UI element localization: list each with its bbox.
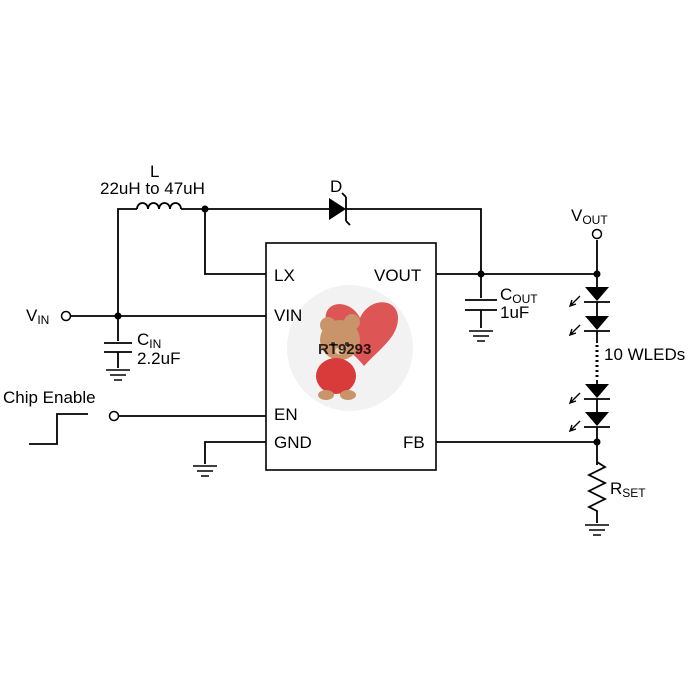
pin-en-label: EN bbox=[274, 405, 298, 424]
ground-symbol bbox=[193, 465, 217, 477]
capacitor-cin bbox=[104, 316, 132, 381]
cin-value: 2.2uF bbox=[137, 349, 180, 368]
pin-gnd-label: GND bbox=[274, 433, 312, 452]
enable-step-signal bbox=[29, 413, 88, 445]
vin-label: VIN bbox=[26, 306, 49, 327]
cin-label: CIN bbox=[137, 330, 161, 351]
ic-part-number: RT9293 bbox=[318, 341, 371, 358]
enable-terminal bbox=[108, 410, 120, 422]
pin-fb-label: FB bbox=[403, 433, 425, 452]
wled-string bbox=[568, 274, 610, 465]
inductor-value: 22uH to 47uH bbox=[100, 179, 205, 198]
inductor-designator: L bbox=[150, 162, 159, 181]
junction-dot bbox=[201, 205, 209, 213]
resistor-rset bbox=[585, 461, 609, 536]
junction-dot bbox=[593, 438, 601, 446]
cout-value: 1uF bbox=[500, 303, 529, 322]
vin-terminal bbox=[60, 310, 72, 322]
watermark-logo: RT9293 bbox=[287, 285, 413, 411]
pin-vout-label: VOUT bbox=[374, 266, 421, 285]
vout-label: VOUT bbox=[571, 206, 608, 227]
capacitor-cout bbox=[465, 274, 497, 342]
chip-enable-label: Chip Enable bbox=[3, 388, 96, 407]
pin-lx-label: LX bbox=[274, 266, 295, 285]
wled-label: 10 WLEDs bbox=[604, 345, 685, 364]
pin-vin-label: VIN bbox=[274, 306, 302, 325]
diode-d bbox=[329, 192, 482, 272]
diode-designator: D bbox=[330, 177, 342, 196]
rset-label: RSET bbox=[610, 479, 646, 500]
cout-label: COUT bbox=[500, 285, 538, 306]
vout-terminal bbox=[591, 228, 603, 240]
